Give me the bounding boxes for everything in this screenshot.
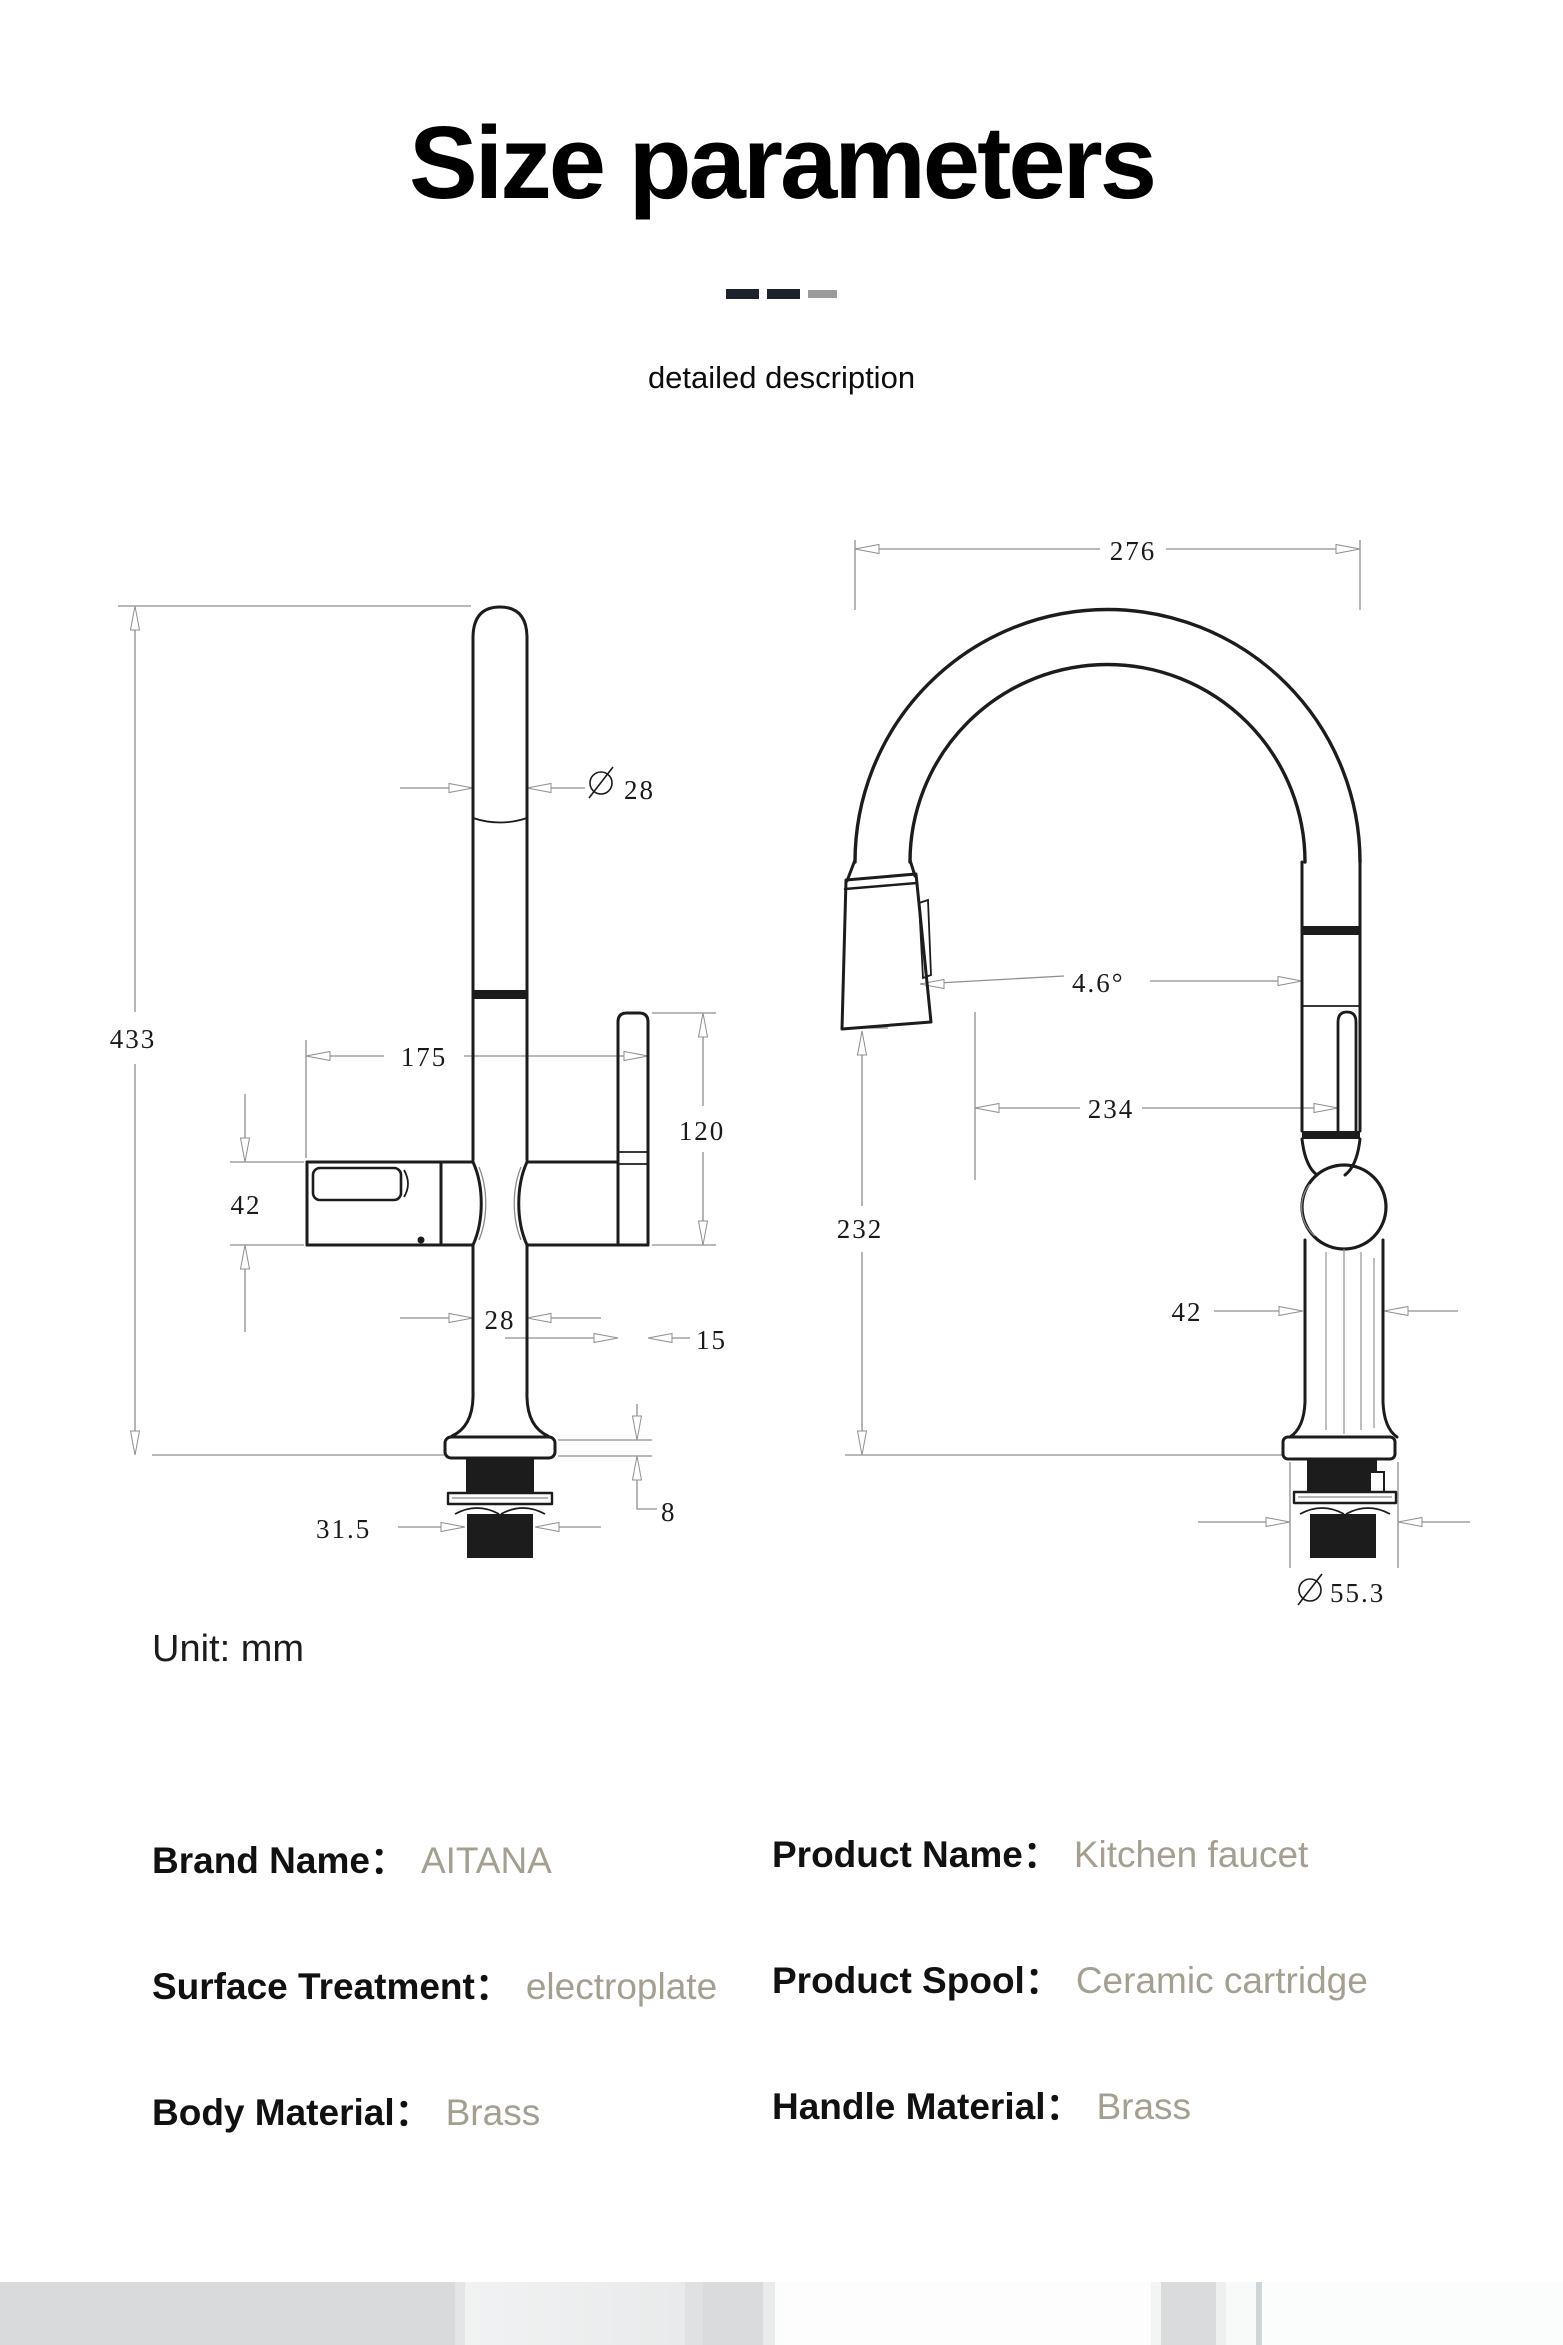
photo-strip-band [1216, 2282, 1226, 2345]
spec-row-handle-material: Handle Material： Brass [772, 2076, 1191, 2130]
photo-strip-band [465, 2282, 685, 2345]
spec-label: Brand Name： [152, 1840, 407, 1881]
subtitle: detailed description [647, 360, 916, 395]
spec-row-surface-treatment: Surface Treatment： electroplate [152, 1956, 717, 2010]
spec-value: Brass [1096, 2086, 1192, 2127]
unit-label: Unit: mm [152, 1628, 304, 1670]
dimension-arrows [854, 543, 1423, 1528]
spec-value: Ceramic cartridge [1075, 1960, 1368, 2001]
photo-strip-band [455, 2282, 465, 2345]
photo-strip-band [685, 2282, 703, 2345]
dim-overall-width: 276 [1110, 536, 1157, 566]
dim-holder-width: 15 [696, 1325, 727, 1355]
photo-strip [0, 2282, 1563, 2345]
front-view-drawing: 433 28 175 42 120 28 15 31.5 8 [110, 605, 727, 1558]
dim-body-width: 42 [1172, 1297, 1203, 1327]
photo-strip-band [703, 2282, 763, 2345]
spec-row-brand: Brand Name： AITANA [152, 1830, 552, 1884]
dim-holder-height: 120 [679, 1116, 726, 1146]
diameter-symbol [1297, 1573, 1323, 1606]
side-view-drawing: 276 4.6° 234 232 42 55.3 [837, 536, 1470, 1608]
page-title: Size parameters [408, 105, 1157, 220]
spec-label: Body Material： [152, 2092, 432, 2133]
spec-row-product-spool: Product Spool： Ceramic cartridge [772, 1950, 1368, 2004]
spec-row-product-name: Product Name： Kitchen faucet [772, 1824, 1308, 1878]
photo-strip-band [1226, 2282, 1256, 2345]
dim-pipe-width: 28 [485, 1305, 516, 1335]
title-divider [0, 289, 1563, 299]
dim-spout-diameter: 28 [624, 775, 655, 805]
photo-strip-band [1161, 2282, 1216, 2345]
photo-strip-band [763, 2282, 775, 2345]
photo-strip-band [1151, 2282, 1161, 2345]
spec-label: Handle Material： [772, 2086, 1083, 2127]
dimension-arrows [129, 605, 709, 1533]
spec-label: Surface Treatment： [152, 1966, 512, 2007]
diameter-symbol [588, 766, 614, 799]
dim-handle-reach: 175 [401, 1042, 448, 1072]
spec-row-body-material: Body Material： Brass [152, 2082, 540, 2136]
photo-strip-band [1256, 2282, 1262, 2345]
photo-strip-band [783, 2282, 1151, 2345]
spec-value: AITANA [420, 1840, 552, 1881]
spec-value: Brass [445, 2092, 541, 2133]
dim-spout-height: 232 [837, 1214, 884, 1244]
spec-value: Kitchen faucet [1073, 1834, 1309, 1875]
divider-dash [808, 290, 837, 298]
spec-label: Product Name： [772, 1834, 1060, 1875]
dim-head-angle: 4.6° [1072, 968, 1125, 998]
divider-dash [767, 289, 800, 299]
faucet-front-outline [305, 605, 650, 1558]
photo-strip-band [0, 2282, 455, 2345]
faucet-side-outline [840, 607, 1399, 1558]
dim-base-diameter: 55.3 [1330, 1578, 1385, 1608]
spec-value: electroplate [525, 1966, 718, 2007]
dim-overall-height: 433 [110, 1024, 157, 1054]
dim-flange-thickness: 8 [661, 1497, 677, 1527]
divider-dash [726, 289, 759, 299]
photo-strip-band [1262, 2282, 1563, 2345]
dim-shank-width: 31.5 [316, 1514, 371, 1544]
dim-handle-height: 42 [231, 1190, 262, 1220]
dim-reach: 234 [1088, 1094, 1135, 1124]
photo-strip-band [775, 2282, 783, 2345]
spec-label: Product Spool： [772, 1960, 1062, 2001]
